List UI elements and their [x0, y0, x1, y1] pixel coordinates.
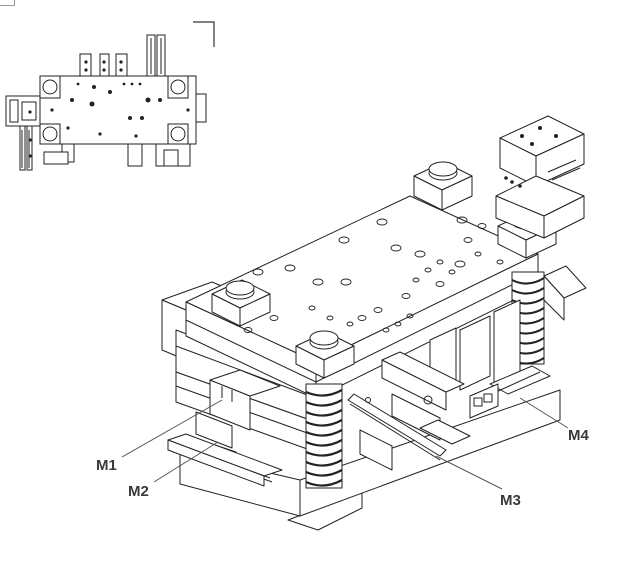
top-view-thumbnail [5, 21, 215, 171]
center-rail [347, 351, 471, 471]
base-plate [179, 389, 561, 531]
corner-tab [0, 0, 15, 6]
upper-plate [185, 195, 539, 399]
front-spring [305, 383, 343, 489]
callout-m3: M3 [500, 492, 521, 509]
die-assembly-iso [121, 115, 587, 531]
callout-m2: M2 [128, 483, 149, 500]
callout-m4: M4 [568, 427, 589, 444]
right-mechanism [429, 265, 587, 419]
leader-lines [121, 397, 569, 490]
rear-block-stack [495, 115, 585, 239]
callout-m1: M1 [96, 457, 117, 474]
